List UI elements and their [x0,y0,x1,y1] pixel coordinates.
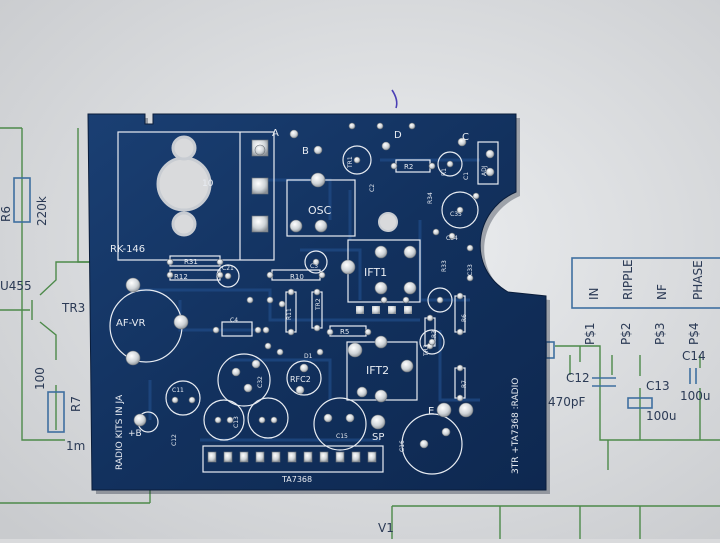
pcb-afvr: AF-VR [116,318,145,329]
schem-ps2: P$2 [619,322,633,345]
schem-u455: U455 [0,279,32,293]
mounting-hole-top [171,135,197,161]
schem-ps1: P$1 [583,322,597,345]
pcb-tr2: TR2 [315,298,322,311]
schem-tr3: TR3 [61,301,85,315]
schem-c14: C14 [682,349,706,363]
schematic-mark [391,89,398,109]
schem-ps3: P$3 [653,322,667,345]
pcb-r11: R11 [286,308,293,320]
pcb-c2: C2 [369,184,376,192]
pcb-c4: C4 [230,317,238,324]
pcb-side-left: RADIO KITS IN JA [115,394,125,470]
mounting-hole-bottom [171,211,197,237]
pcb-sp: SP [372,432,384,443]
pcb-c33: C33 [467,264,474,276]
schem-ripple: RIPPLE [621,259,635,300]
pcb-r1: R1 [441,168,448,176]
pcb-c21: C21 [222,265,234,272]
pcb-r2: R2 [404,163,413,171]
pcb-ift2: IFT2 [366,364,389,377]
pcb-traces [130,158,480,442]
pcb-c15: C15 [336,433,348,440]
pcb-c12: C12 [171,434,178,446]
pcb-r3: R3 [431,330,438,338]
pcb-c32: C32 [257,376,264,388]
pcb-d: D [394,130,402,141]
pcb-board [87,113,547,491]
pcb-c16: C16 [399,440,406,452]
pcb-a: A [272,128,279,139]
schem-r6: R6 [0,206,13,222]
pcb-ta7368: TA7368 [281,475,312,484]
pcb-e: E [428,406,434,417]
schem-r7: R7 [69,396,83,412]
pcb-r12: R12 [174,273,188,281]
pcb-c35: C35 [450,211,462,218]
pcb-rfc2: RFC2 [290,375,311,384]
schem-c13: C13 [646,379,670,393]
schem-r6-val: 220k [35,196,49,226]
pcb-r6: R6 [461,314,468,322]
pcb-c34: C34 [446,235,458,242]
pcb-osc: OSC [308,204,332,217]
pcb-d1: D1 [304,353,313,360]
schem-c13-val: 100u [646,409,677,423]
pcb-rk146: RK-146 [110,244,145,255]
pcb-adj: ADJ [481,165,488,176]
pcb-side-right: 3TR +TA7368 :RADIO [511,378,521,474]
header-pins [207,451,377,463]
schem-c12: C12 [566,371,590,385]
pcb-c1: C1 [463,172,470,180]
schematic-symbols [13,177,720,433]
pcb-r33: R33 [441,260,448,272]
pcb-r7: R7 [461,380,468,388]
pcb-c13: C13 [233,416,240,428]
pcb-b: B [302,146,309,157]
pcb-r34: R34 [427,192,434,204]
pcb-tr3: TR3 [423,344,430,357]
pcb-plus-b: +B [128,429,142,439]
pcb-r5: R5 [340,328,349,336]
pcb-tr1: TR1 [347,156,354,169]
pcb-c3: C3 [310,263,318,270]
schem-r7-val: 100 [33,367,47,390]
pcb-c11: C11 [172,387,184,394]
ift-pads [356,306,412,314]
schem-v1: V1 [378,521,394,535]
pcb-ten: 10 [202,179,214,189]
schem-1m: 1m [66,439,85,453]
pcb-c: C [462,132,469,143]
pcb-r31: R31 [184,258,198,266]
schem-c12-val: 470pF [548,395,586,409]
pcb-r10: R10 [290,273,304,281]
schem-c14-val: 100u [680,389,711,403]
schem-nf: NF [655,284,669,300]
pcb-ift1: IFT1 [364,266,387,279]
pcb-pads [125,122,495,449]
schem-ps4: P$4 [687,322,701,345]
schem-in: IN [587,287,601,300]
schem-phase: PHASE [691,260,705,300]
mounting-hole-center [378,212,398,232]
